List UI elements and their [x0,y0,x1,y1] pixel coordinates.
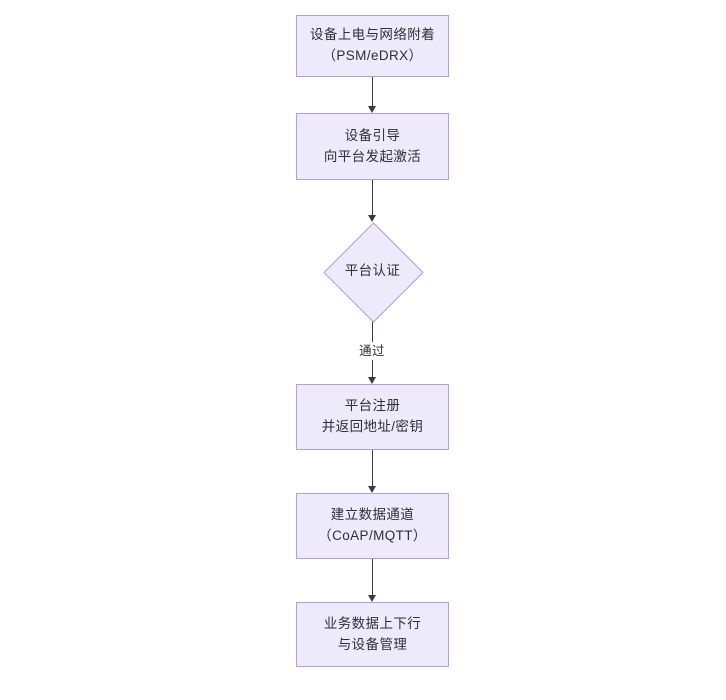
flow-edge-n2-to-n3 [367,180,376,222]
arrowhead-icon [367,106,376,113]
arrowhead-icon [367,595,376,602]
edge-label-e3: 通过 [356,342,388,361]
arrowhead-icon [367,377,376,384]
flow-node-label: 平台注册 并返回地址/密钥 [321,398,424,434]
flow-node-n6[interactable]: 业务数据上下行 与设备管理 [296,602,449,667]
arrowhead-icon [367,486,376,493]
flow-node-n3[interactable]: 平台认证 [323,222,424,323]
flow-node-n5[interactable]: 建立数据通道 （CoAP/MQTT） [296,493,449,559]
flow-edge-n4-to-n5 [367,450,376,493]
flow-node-label: 建立数据通道 （CoAP/MQTT） [318,507,427,543]
flow-node-label: 平台认证 [344,263,401,279]
flow-node-label: 设备上电与网络附着 （PSM/eDRX） [309,27,436,63]
edge-line [372,559,374,596]
edge-line [372,180,374,216]
flow-node-label: 设备引导 向平台发起激活 [323,127,422,164]
flow-edge-n1-to-n2 [367,77,376,113]
flow-node-n4[interactable]: 平台注册 并返回地址/密钥 [296,384,449,450]
edge-line [372,450,374,487]
flow-edge-n5-to-n6 [367,559,376,602]
arrowhead-icon [367,215,376,222]
flow-node-label: 业务数据上下行 与设备管理 [323,615,422,652]
flow-node-n1[interactable]: 设备上电与网络附着 （PSM/eDRX） [296,15,449,77]
flow-node-n2[interactable]: 设备引导 向平台发起激活 [296,113,449,180]
edge-line [372,77,374,107]
